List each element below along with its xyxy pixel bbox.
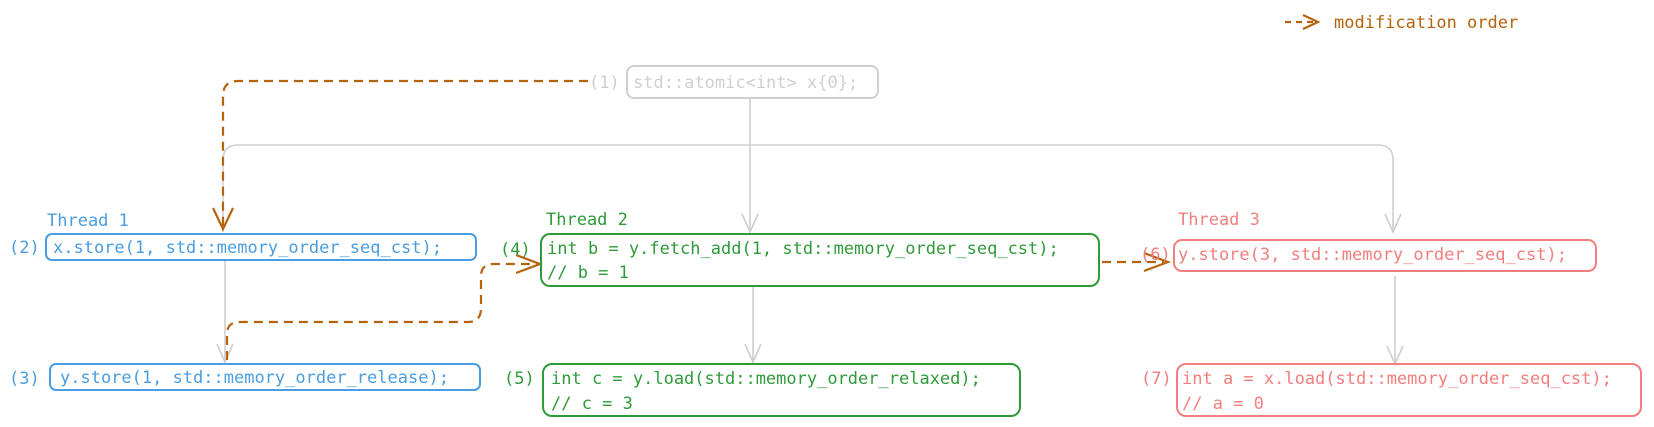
init-label: (1) — [589, 73, 620, 93]
init-branch-connector — [222, 144, 1394, 232]
init-node: (1) std::atomic<int> x{0}; — [589, 65, 879, 99]
legend-label: modification order — [1334, 13, 1518, 33]
mo-op3-to-op4-arrow — [225, 262, 538, 360]
init-connectors — [216, 98, 1404, 366]
op5-label: (5) — [504, 369, 535, 389]
op7-code-line-2: // a = 0 — [1182, 394, 1264, 414]
op2-box — [45, 233, 477, 261]
init-box — [626, 65, 879, 99]
op2-code-line-1: x.store(1, std::memory_order_seq_cst); — [53, 238, 442, 258]
op5-code-line-1: int c = y.load(std::memory_order_relaxed… — [551, 369, 981, 389]
mo-init-to-op2-arrowhead-icon — [212, 207, 234, 232]
op2-node: (2) x.store(1, std::memory_order_seq_cst… — [9, 233, 477, 261]
legend: modification order — [1285, 13, 1518, 33]
op4-code-line-1: int b = y.fetch_add(1, std::memory_order… — [547, 239, 1059, 259]
op3-box — [49, 363, 481, 391]
op4-label: (4) — [500, 240, 531, 260]
op6-label: (6) — [1140, 245, 1171, 265]
init-code: std::atomic<int> x{0}; — [633, 73, 858, 93]
op4-to-op5-arrowhead-icon — [744, 343, 762, 364]
op4-code-line-2: // b = 1 — [547, 263, 629, 283]
mo-init-to-op2-arrow — [221, 79, 588, 228]
init-to-op6-arrowhead-icon — [1384, 213, 1402, 234]
op3-node: (3) y.store(1, std::memory_order_release… — [9, 363, 481, 391]
op4-node: (4) int b = y.fetch_add(1, std::memory_o… — [500, 233, 1100, 287]
thread-3-title: Thread 3 — [1178, 210, 1260, 230]
init-to-op4-arrowhead-icon — [741, 213, 759, 234]
op4-box — [540, 233, 1100, 287]
op3-label: (3) — [9, 369, 40, 389]
op2-label: (2) — [9, 238, 40, 258]
thread-1-title: Thread 1 — [47, 211, 129, 231]
op5-node: (5) int c = y.load(std::memory_order_rel… — [504, 363, 1021, 417]
op7-code-line-1: int a = x.load(std::memory_order_seq_cst… — [1182, 369, 1612, 389]
op5-box — [542, 363, 1021, 417]
op2-to-op3-arrowhead-icon — [216, 343, 234, 364]
op7-label: (7) — [1141, 369, 1172, 389]
op6-node: (6) y.store(3, std::memory_order_seq_cst… — [1140, 239, 1597, 272]
op7-node: (7) int a = x.load(std::memory_order_seq… — [1141, 363, 1642, 417]
thread-2-title: Thread 2 — [546, 210, 628, 230]
op5-code-line-2: // c = 3 — [551, 394, 633, 414]
op3-code-line-1: y.store(1, std::memory_order_release); — [60, 368, 449, 388]
legend-arrowhead-icon — [1302, 14, 1321, 30]
modification-order-arrows — [212, 79, 1172, 360]
op6-code-line-1: y.store(3, std::memory_order_seq_cst); — [1178, 245, 1567, 265]
mo-op4-to-op6-arrowhead-icon — [1143, 251, 1172, 273]
op6-box — [1173, 239, 1597, 272]
op7-box — [1176, 363, 1642, 417]
